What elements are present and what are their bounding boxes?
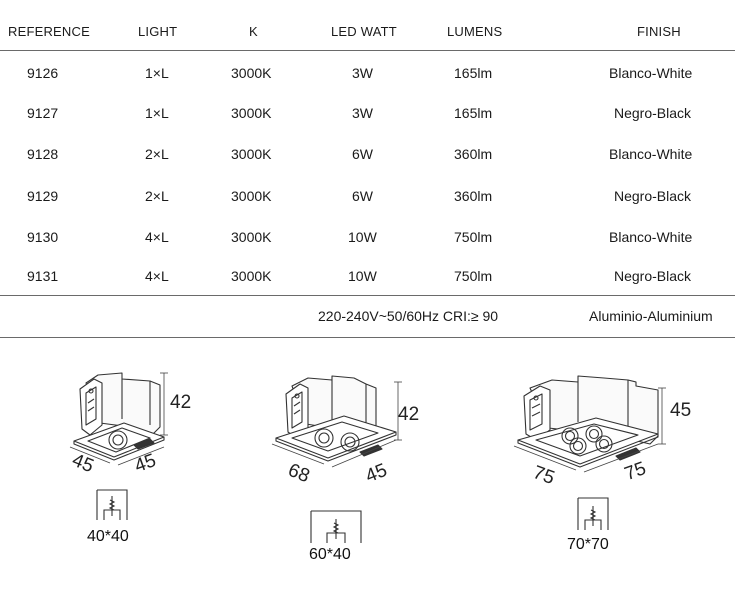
cell-reference: 9128 — [27, 146, 59, 162]
cell-led-watt: 10W — [348, 229, 377, 245]
cell-k: 3000K — [231, 188, 272, 204]
cell-finish: Blanco-White — [609, 146, 693, 162]
cell-reference: 9127 — [27, 105, 59, 121]
cell-reference: 9131 — [27, 268, 59, 284]
dim-height: 42 — [170, 392, 192, 413]
cell-finish: Blanco-White — [609, 229, 693, 245]
header-finish: FINISH — [637, 24, 681, 39]
cell-reference: 9126 — [27, 65, 59, 81]
cell-reference: 9130 — [27, 229, 59, 245]
cell-k: 3000K — [231, 65, 272, 81]
downlight-quad-drawing — [513, 375, 666, 473]
cell-led-watt: 3W — [352, 105, 373, 121]
material-spec: Aluminio-Aluminium — [589, 308, 713, 324]
header-k: K — [249, 24, 258, 39]
cell-lumens: 360lm — [454, 146, 493, 162]
cell-k: 3000K — [231, 268, 272, 284]
cutout-size: 40*40 — [87, 528, 129, 545]
header-divider — [0, 50, 735, 51]
cell-lumens: 750lm — [454, 229, 493, 245]
cell-led-watt: 3W — [352, 65, 373, 81]
cell-light: 1×L — [145, 105, 169, 121]
dim-height: 45 — [670, 400, 692, 421]
cell-lumens: 165lm — [454, 105, 493, 121]
cutout-icon — [96, 489, 128, 520]
cell-led-watt: 6W — [352, 188, 373, 204]
cell-light: 4×L — [145, 229, 169, 245]
cell-finish: Negro-Black — [614, 268, 692, 284]
cell-light: 1×L — [145, 65, 169, 81]
cell-light: 2×L — [145, 188, 169, 204]
cell-k: 3000K — [231, 229, 272, 245]
cell-lumens: 360lm — [454, 188, 493, 204]
cutout-size: 70*70 — [567, 536, 609, 553]
cutout-icon — [577, 497, 609, 530]
cell-lumens: 165lm — [454, 65, 493, 81]
footer-divider — [0, 337, 735, 338]
cell-led-watt: 10W — [348, 268, 377, 284]
cell-k: 3000K — [231, 146, 272, 162]
cell-finish: Negro-Black — [614, 188, 692, 204]
cell-reference: 9129 — [27, 188, 59, 204]
header-led-watt: LED WATT — [331, 24, 397, 39]
rows-divider — [0, 295, 735, 296]
header-lumens: LUMENS — [447, 24, 503, 39]
downlight-single-drawing — [69, 372, 168, 466]
cell-led-watt: 6W — [352, 146, 373, 162]
cell-finish: Blanco-White — [609, 65, 693, 81]
cell-light: 4×L — [145, 268, 169, 284]
cutout-icon — [310, 510, 362, 543]
cell-lumens: 750lm — [454, 268, 493, 284]
dim-height: 42 — [398, 404, 420, 425]
cell-finish: Negro-Black — [614, 105, 692, 121]
cutout-size: 60*40 — [309, 546, 351, 563]
header-light: LIGHT — [138, 24, 178, 39]
cell-k: 3000K — [231, 105, 272, 121]
cell-light: 2×L — [145, 146, 169, 162]
downlight-double-drawing — [271, 375, 402, 468]
electrical-spec: 220-240V~50/60Hz CRI:≥ 90 — [318, 308, 499, 324]
header-reference: REFERENCE — [8, 24, 90, 39]
